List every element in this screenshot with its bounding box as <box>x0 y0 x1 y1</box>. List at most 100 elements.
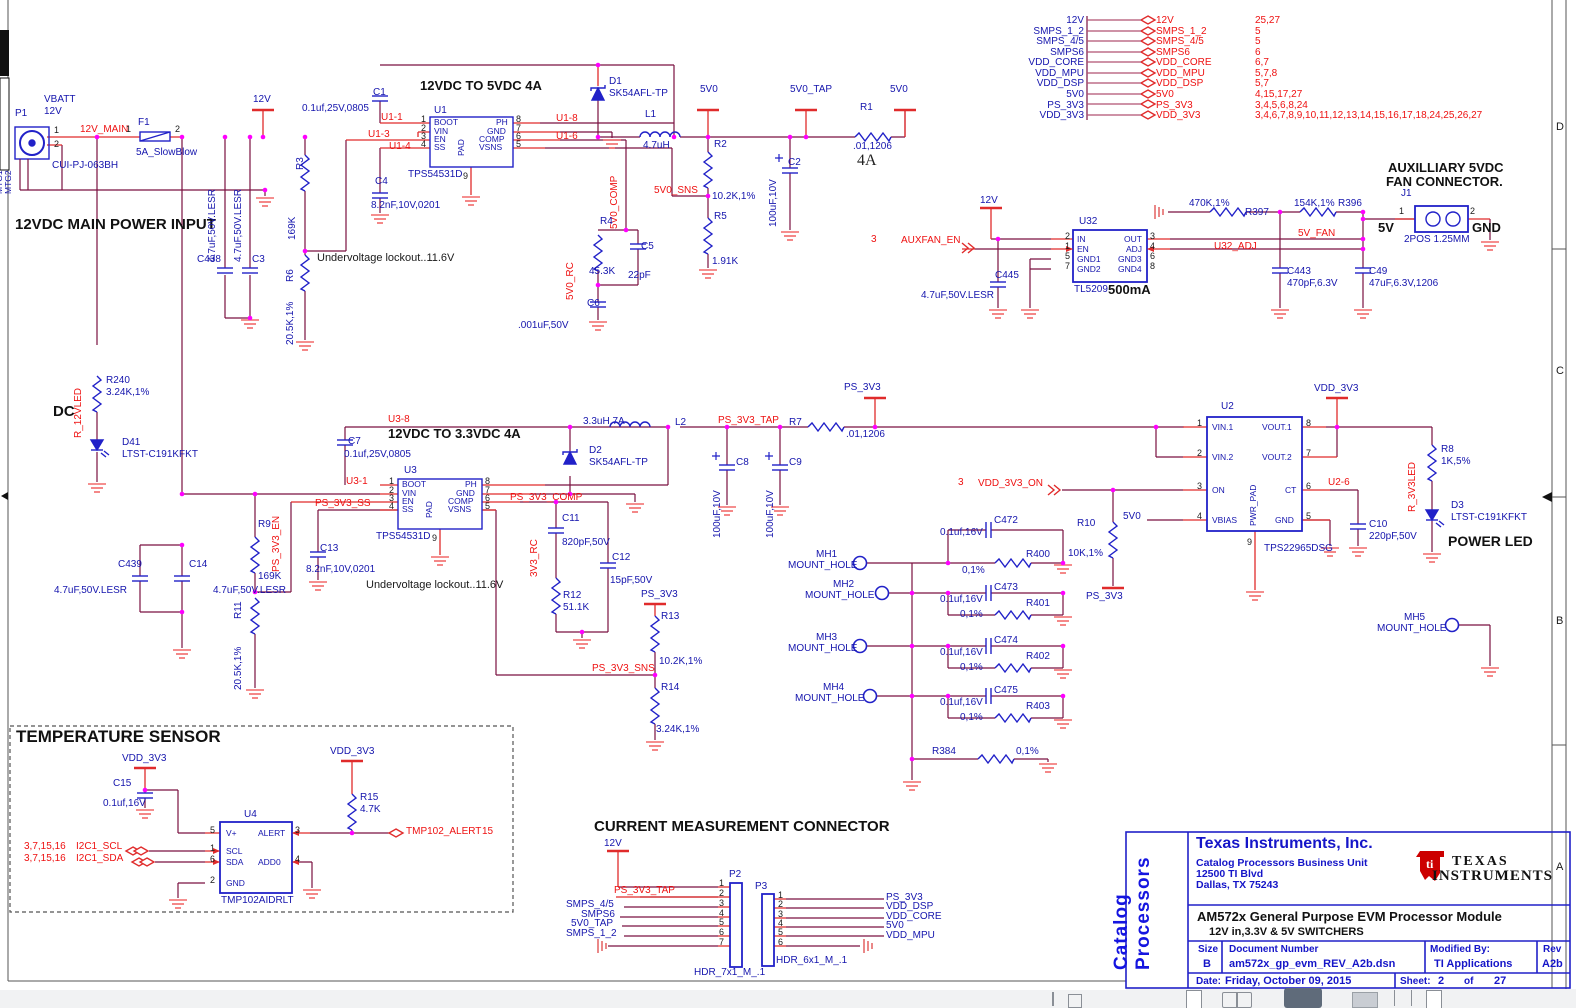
u2-pin-vout2: VOUT.2 <box>1262 452 1292 462</box>
j1-5v-label: 5V <box>1378 220 1394 235</box>
r401-ref: R401 <box>1026 598 1050 609</box>
r3-ref: R3 <box>295 157 306 170</box>
flag-left-6: VDD_DSP <box>1036 78 1084 89</box>
toolbar-brackets-icon[interactable] <box>1394 990 1412 1006</box>
tb-sheet-no: 2 <box>1438 975 1445 987</box>
net-u1-3: U1-3 <box>368 129 390 140</box>
mh4-name: MOUNT_HOLE <box>795 693 865 704</box>
mh1-ref: MH1 <box>816 549 838 560</box>
p2-n1: 1 <box>719 878 725 888</box>
p1-pin2: 2 <box>54 139 60 149</box>
u32-n7: 7 <box>1065 261 1071 271</box>
u3-pad-pin: 9 <box>432 533 438 543</box>
p1-part: CUI-PJ-063BH <box>52 160 119 171</box>
toolbar-page-icon[interactable] <box>1426 990 1442 1008</box>
r400-tol: 0,1% <box>962 565 985 576</box>
net-u1-6: U1-6 <box>556 131 578 142</box>
u32-rating: 500mA <box>1108 282 1151 297</box>
r402-tol: 0,1% <box>960 662 983 673</box>
mh1-name: MOUNT_HOLE <box>788 560 858 571</box>
cm-flag-12v: 12V <box>604 838 622 849</box>
ts-flag-vdd-1: VDD_3V3 <box>122 753 167 764</box>
r1-val: .01,1206 <box>853 141 892 152</box>
c12-val: 15pF,50V <box>610 575 653 586</box>
c6-ref: C6 <box>587 298 600 309</box>
u1-n3: 3 <box>421 131 427 141</box>
app-bottom-strip <box>0 990 1126 1008</box>
app-bottom-strip-right <box>1126 989 1576 1008</box>
u3-ref: U3 <box>404 465 417 476</box>
u2-pin-vin1: VIN.1 <box>1212 422 1234 432</box>
tb-modified-value: TI Applications <box>1434 958 1513 970</box>
u2-ref: U2 <box>1221 401 1234 412</box>
cm-net-tap: PS_3V3_TAP <box>614 885 675 896</box>
tb-side-processors: Processors <box>1133 856 1154 970</box>
sw-page: 3 <box>958 477 964 488</box>
c443-val: 470pF,6.3V <box>1287 278 1338 289</box>
c5-ref: C5 <box>641 241 654 252</box>
f1-val: 5A_SlowBlow <box>136 147 198 158</box>
toolbar-new-page-icon[interactable] <box>1186 990 1202 1008</box>
cm-right-1: VDD_DSP <box>886 901 934 912</box>
toolbar-book-right-icon[interactable] <box>1237 992 1252 1008</box>
u3-pin-vsns: VSNS <box>448 504 472 514</box>
u2-n8: 8 <box>1306 418 1312 428</box>
r11-val: 20.5K,1% <box>233 646 244 690</box>
c475-val: 0.1uf,16V <box>940 697 983 708</box>
tb-size-value: B <box>1203 958 1211 970</box>
mh2-ref: MH2 <box>833 579 855 590</box>
c9-val: 100uF,10V <box>765 490 776 538</box>
fan-page: 3 <box>871 234 877 245</box>
flag-left-3: SMPS6 <box>1050 47 1084 58</box>
u32-part: TL5209 <box>1074 284 1108 295</box>
u32-pin-en: EN <box>1077 244 1089 254</box>
c14-val: 4.7uF,50V.LESR <box>213 585 287 596</box>
u3-pin-ss: SS <box>402 504 414 514</box>
u4-pin-gnd: GND <box>226 878 245 888</box>
u1-pad: PAD <box>456 139 466 156</box>
flag-pages-1: 5 <box>1255 26 1261 37</box>
u32-n5: 5 <box>1065 251 1071 261</box>
net-5v0-rc: 5V0_RC <box>565 262 576 300</box>
toolbar-active-tool-icon[interactable] <box>1284 988 1322 1008</box>
d2-part: SK54AFL-TP <box>589 457 648 468</box>
c12-ref: C12 <box>612 552 631 563</box>
zone-letter-c: C <box>1556 365 1564 377</box>
r5-val: 1.91K <box>712 256 739 267</box>
toolbar-swatch-icon[interactable] <box>1352 992 1378 1008</box>
p2-n7: 7 <box>719 937 725 947</box>
u4-pin-add0: ADD0 <box>258 857 281 867</box>
toolbar-divider-icon[interactable] <box>1052 992 1054 1006</box>
r13-ref: R13 <box>661 611 680 622</box>
c13-val: 8.2nF,10V,0201 <box>306 564 376 575</box>
u32-n6: 6 <box>1150 251 1156 261</box>
ti-logo-texas: TEXAS <box>1452 854 1509 869</box>
tb-size-label: Size <box>1198 944 1219 955</box>
tb-subtitle: 12V in,3.3V & 5V SWITCHERS <box>1209 926 1364 938</box>
r384-ref: R384 <box>932 746 956 757</box>
r12-val: 51.1K <box>563 602 590 613</box>
flag-left-2: SMPS_4/5 <box>1036 36 1084 47</box>
flag-pages-8: 3,4,5,6,8,24 <box>1255 100 1308 111</box>
r403-tol: 0,1% <box>960 712 983 723</box>
cm-left-0: SMPS_4/5 <box>566 899 614 910</box>
symbols <box>14 84 1469 968</box>
r397-ref: R397 <box>1245 207 1269 218</box>
r6-val: 20.5K,1% <box>285 301 296 345</box>
u1-n5: 5 <box>516 139 522 149</box>
flag-name-6: VDD_DSP <box>1156 78 1204 89</box>
toolbar-book-left-icon[interactable] <box>1222 992 1237 1008</box>
net-r-3v3led: R_3V3LED <box>1407 461 1418 512</box>
c3-val: 4.7uF,50V.LESR <box>233 188 244 262</box>
u2-n5: 5 <box>1306 511 1312 521</box>
u32-pin-gnd4: GND4 <box>1118 264 1142 274</box>
r3-val: 169K <box>287 216 298 240</box>
tb-doc-label: Document Number <box>1229 944 1319 955</box>
tb-company: Texas Instruments, Inc. <box>1196 835 1373 852</box>
p3-part: HDR_6x1_M_.1 <box>776 955 848 966</box>
u4-pin-sda: SDA <box>226 857 244 867</box>
c9-ref: C9 <box>789 457 802 468</box>
toolbar-clipboard-icon[interactable] <box>1068 994 1082 1008</box>
flag-pages-3: 6 <box>1255 47 1261 58</box>
flag-5v0-a: 5V0 <box>700 84 718 95</box>
